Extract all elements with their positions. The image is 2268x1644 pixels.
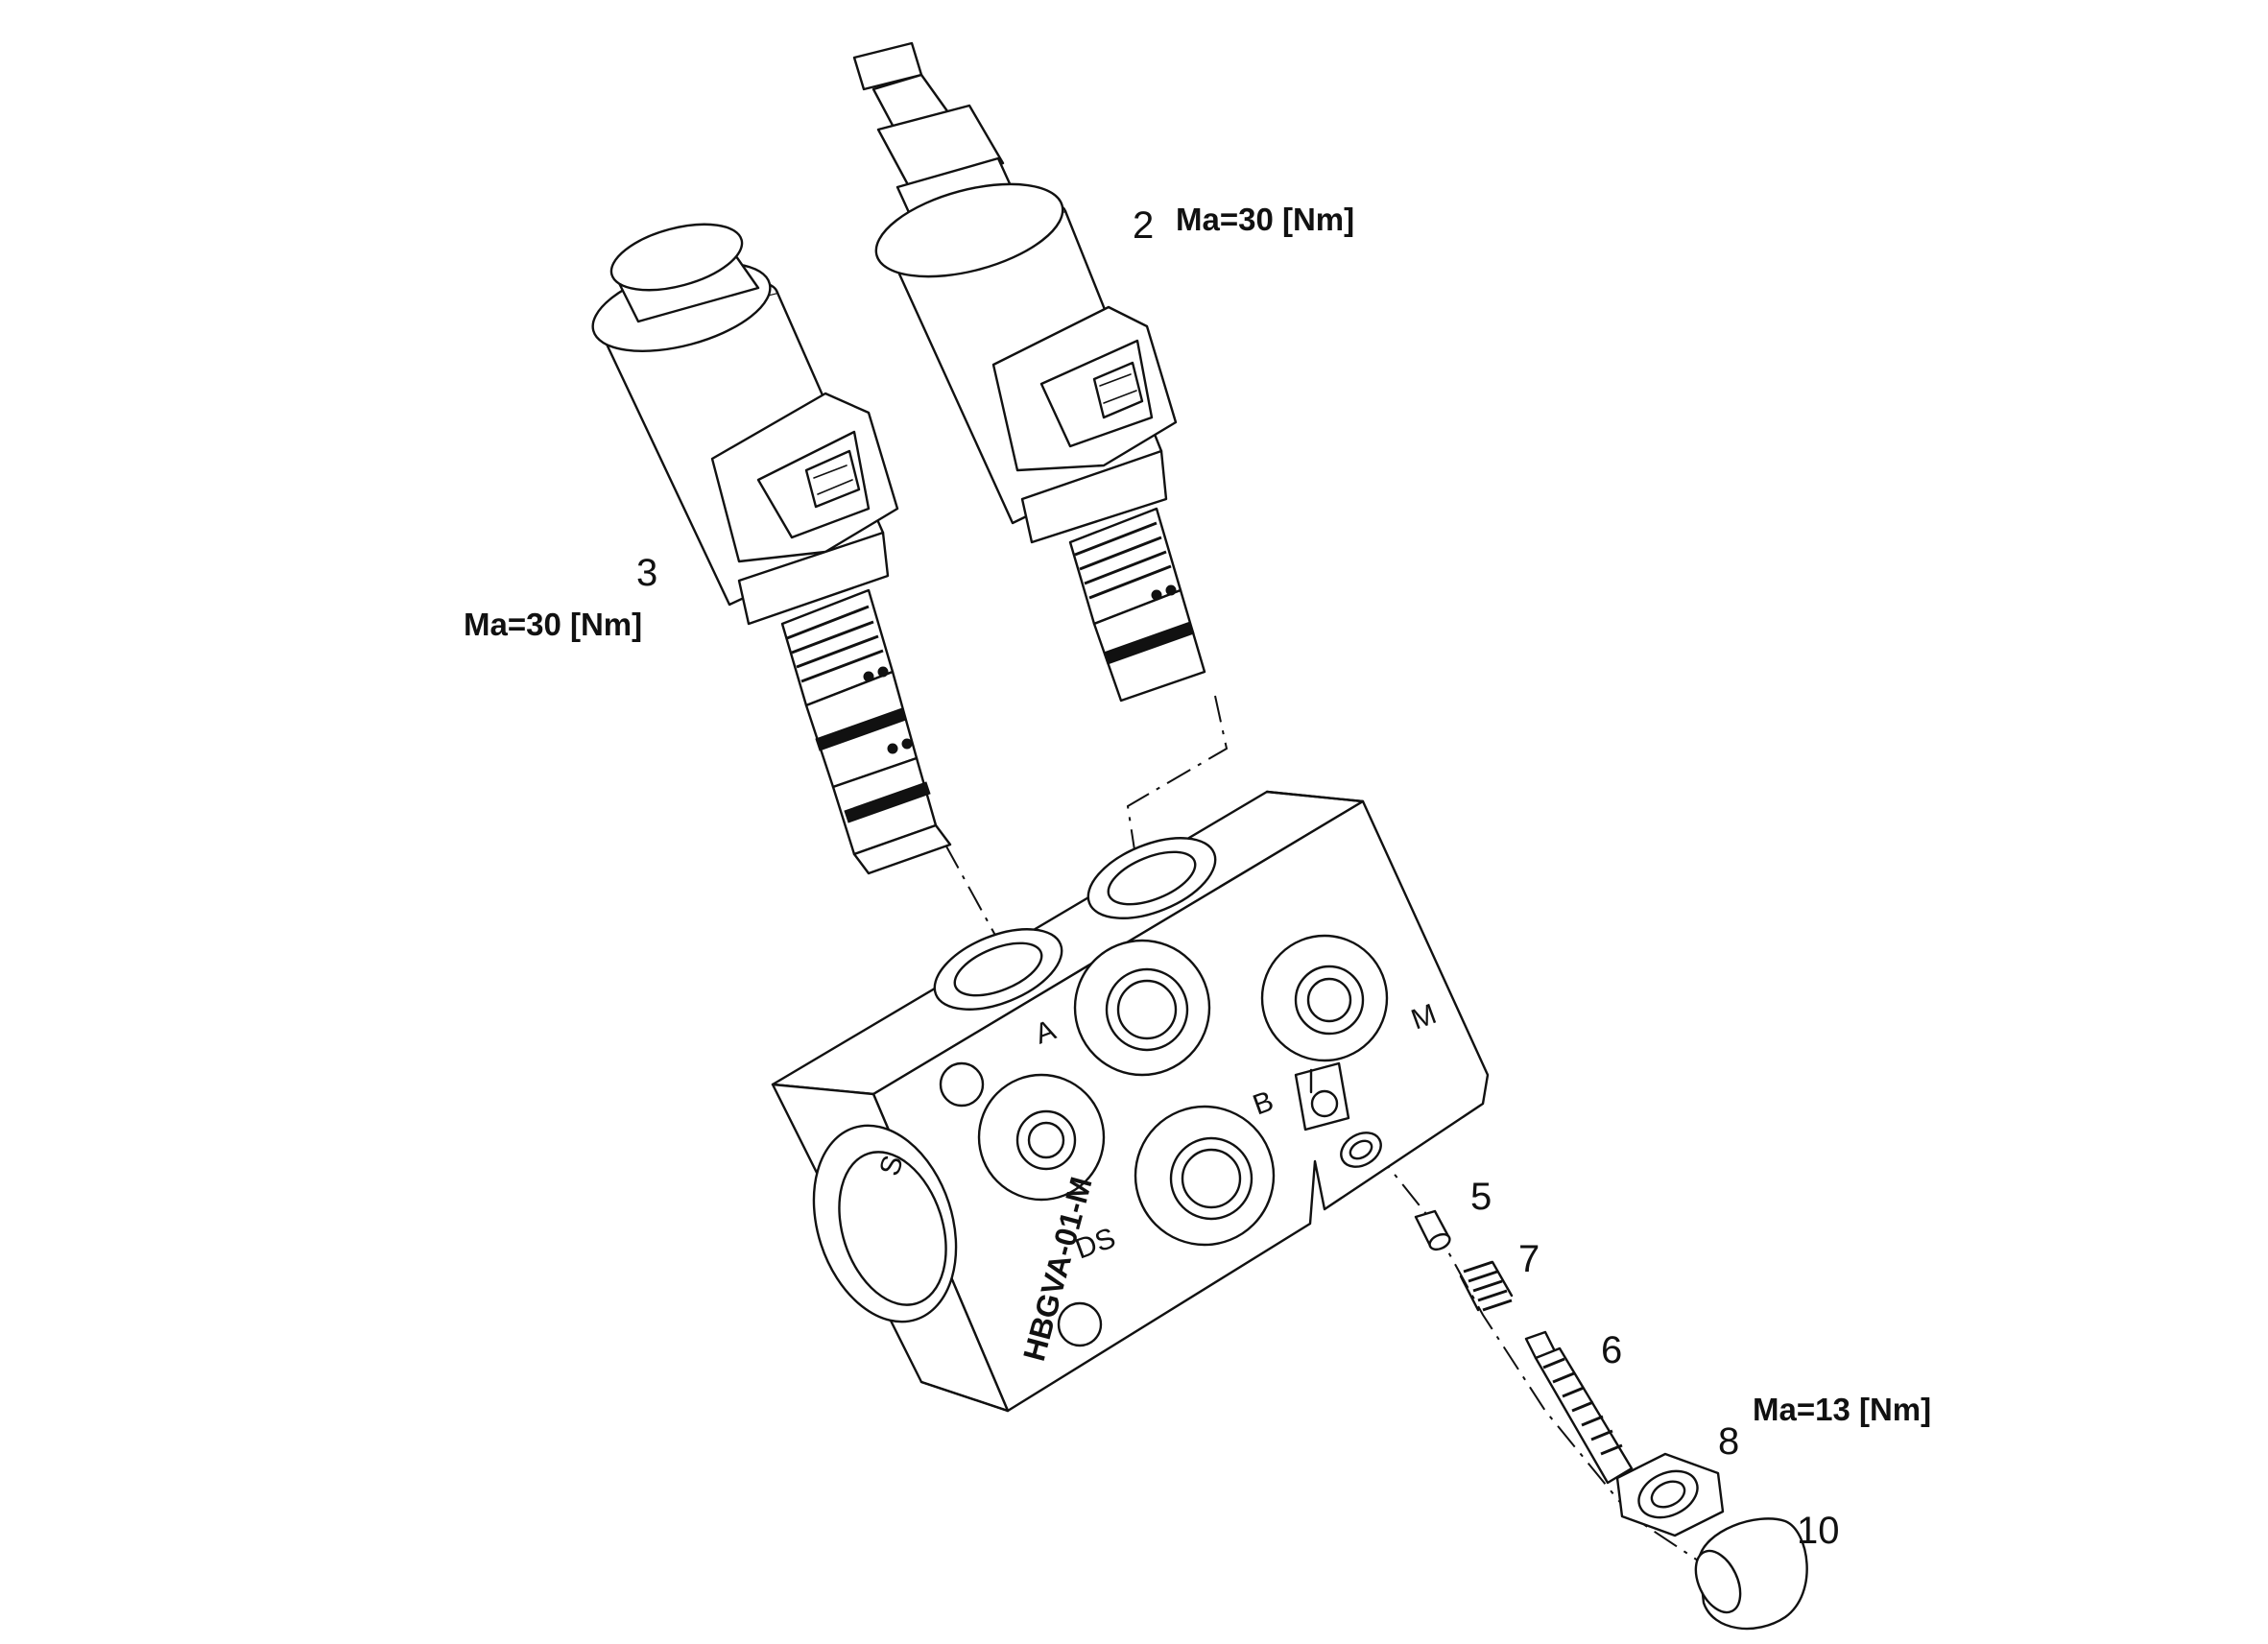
item-6-adjusting-screw — [1524, 1330, 1634, 1485]
callout-3-number: 3 — [636, 552, 657, 594]
callout-8-torque: Ma=13 [Nm] — [1753, 1392, 1931, 1427]
callout-7-number: 7 — [1518, 1238, 1540, 1280]
callout-8-number: 8 — [1718, 1420, 1739, 1463]
item-7-spring — [1459, 1260, 1514, 1312]
callout-10-number: 10 — [1797, 1510, 1840, 1552]
item-8-lock-nut — [1615, 1452, 1725, 1537]
callout-2-torque: Ma=30 [Nm] — [1176, 202, 1354, 237]
valve-block: A M B DS S HBGVA-01-M — [771, 790, 1490, 1413]
item-10-cap — [1694, 1517, 1808, 1631]
callout-5-number: 5 — [1470, 1176, 1492, 1218]
solenoid-valve-2 — [852, 41, 1206, 703]
pump-symbol-icon — [1294, 1061, 1350, 1132]
mounting-hole-2 — [1057, 1301, 1103, 1347]
callout-2-number: 2 — [1133, 204, 1154, 247]
mounting-hole-1 — [939, 1061, 985, 1108]
item-5-ball-seat — [1414, 1209, 1451, 1251]
callout-3-torque: Ma=30 [Nm] — [464, 607, 642, 642]
callout-6-number: 6 — [1601, 1329, 1622, 1371]
solenoid-valve-3 — [591, 223, 952, 875]
